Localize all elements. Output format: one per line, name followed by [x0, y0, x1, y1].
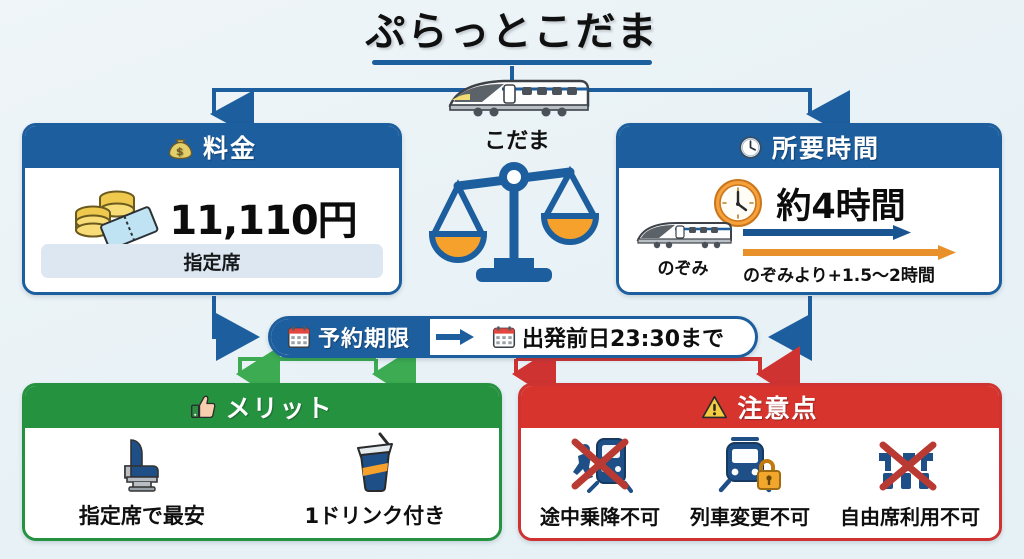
fare-card-header-label: 料金 — [202, 134, 257, 163]
merit-card-header-label: メリット — [225, 394, 334, 423]
balance-scale-group — [424, 150, 604, 304]
calendar-icon — [287, 326, 311, 349]
duration-comparison: のぞみ のぞみより+1.5〜2時間 — [631, 219, 989, 286]
comparison-nozomi: のぞみ — [631, 219, 735, 279]
no-boarding-icon — [571, 438, 633, 493]
no-boarding-icon-wrap — [540, 431, 660, 495]
comparison-bars — [743, 219, 989, 260]
nozomi-duration-bar — [743, 225, 911, 240]
calendar-icon — [492, 326, 516, 349]
merit-item-0-label: 指定席で最安 — [78, 504, 205, 528]
money-bag-icon: $ — [168, 138, 193, 159]
merit-item-1: 1ドリンク付き — [304, 430, 446, 530]
caution-item-0-label: 途中乗降不可 — [540, 505, 660, 529]
caution-item-1-label: 列車変更不可 — [690, 505, 810, 529]
warning-triangle-icon — [702, 395, 728, 418]
clock-icon — [739, 136, 762, 158]
no-free-seat-icon — [879, 441, 937, 491]
fare-seat-type: 指定席 — [41, 244, 383, 278]
caution-items: 途中乗降不可 — [521, 428, 999, 538]
reserved-seat-icon-wrap — [79, 430, 205, 494]
reservation-deadline-bar: 予約期限 出発前日23:30まで — [268, 316, 758, 358]
deadline-value-group: 出発前日23:30まで — [478, 321, 724, 353]
drink-cup-icon — [356, 432, 393, 492]
page-title-text: ぷらっとこだま — [365, 9, 659, 55]
duration-card-header-label: 所要時間 — [771, 134, 880, 163]
duration-card-header: 所要時間 — [619, 126, 999, 168]
caution-item-1: 列車変更不可 — [690, 431, 810, 530]
caution-card-header: 注意点 — [521, 386, 999, 428]
fare-card: $ 料金 — [22, 123, 402, 295]
svg-text:$: $ — [176, 145, 185, 158]
title-underline — [372, 60, 652, 65]
coins-ticket-icon — [75, 190, 159, 251]
center-train-label: こだま — [484, 129, 550, 154]
locked-train-icon — [718, 437, 781, 493]
deadline-value-text: 出発前日23:30まで — [522, 327, 725, 352]
reserved-seat-icon — [124, 439, 159, 492]
fare-card-header: $ 料金 — [25, 126, 399, 168]
deadline-arrow-icon — [436, 329, 475, 345]
merit-card-body: 指定席で最安 1ドリンク付き — [25, 428, 499, 538]
caution-card-body: 途中乗降不可 — [521, 428, 999, 538]
comparison-note: のぞみより+1.5〜2時間 — [743, 266, 935, 286]
comparison-bars-group: のぞみより+1.5〜2時間 — [743, 219, 989, 286]
duration-card: 所要時間 約4時間 — [616, 123, 1002, 295]
deadline-chip: 予約期限 — [271, 319, 431, 355]
fare-card-body: 11,110円 指定席 — [25, 168, 399, 292]
drink-cup-icon-wrap — [305, 430, 446, 494]
locked-train-icon-wrap — [690, 431, 810, 495]
duration-amount: 約4時間 — [776, 186, 906, 227]
merit-card-header: メリット — [25, 386, 499, 428]
balance-scale-icon — [428, 162, 600, 282]
duration-card-body: 約4時間 — [619, 168, 999, 292]
shinkansen-icon — [448, 79, 590, 117]
kodama-duration-bar — [743, 245, 956, 260]
thumbs-up-icon — [191, 395, 216, 419]
caution-item-2: 自由席利用不可 — [840, 431, 980, 530]
page-title: ぷらっとこだま — [0, 10, 1024, 65]
merit-items: 指定席で最安 1ドリンク付き — [25, 428, 499, 538]
clock-icon — [714, 179, 763, 227]
caution-item-0: 途中乗降不可 — [540, 431, 660, 530]
comparison-nozomi-label: のぞみ — [657, 259, 709, 279]
merit-card: メリット 指定席で最安 — [22, 383, 502, 541]
merit-item-1-label: 1ドリンク付き — [304, 504, 446, 528]
caution-item-2-label: 自由席利用不可 — [840, 505, 980, 529]
center-train-group: こだま — [432, 76, 602, 155]
fare-amount: 11,110円 — [169, 198, 357, 244]
no-free-seat-icon-wrap — [840, 431, 980, 495]
shinkansen-icon — [636, 222, 732, 249]
merit-item-0: 指定席で最安 — [79, 430, 205, 530]
caution-card: 注意点 — [518, 383, 1002, 541]
caution-card-header-label: 注意点 — [737, 394, 819, 423]
deadline-chip-label: 予約期限 — [318, 327, 411, 352]
